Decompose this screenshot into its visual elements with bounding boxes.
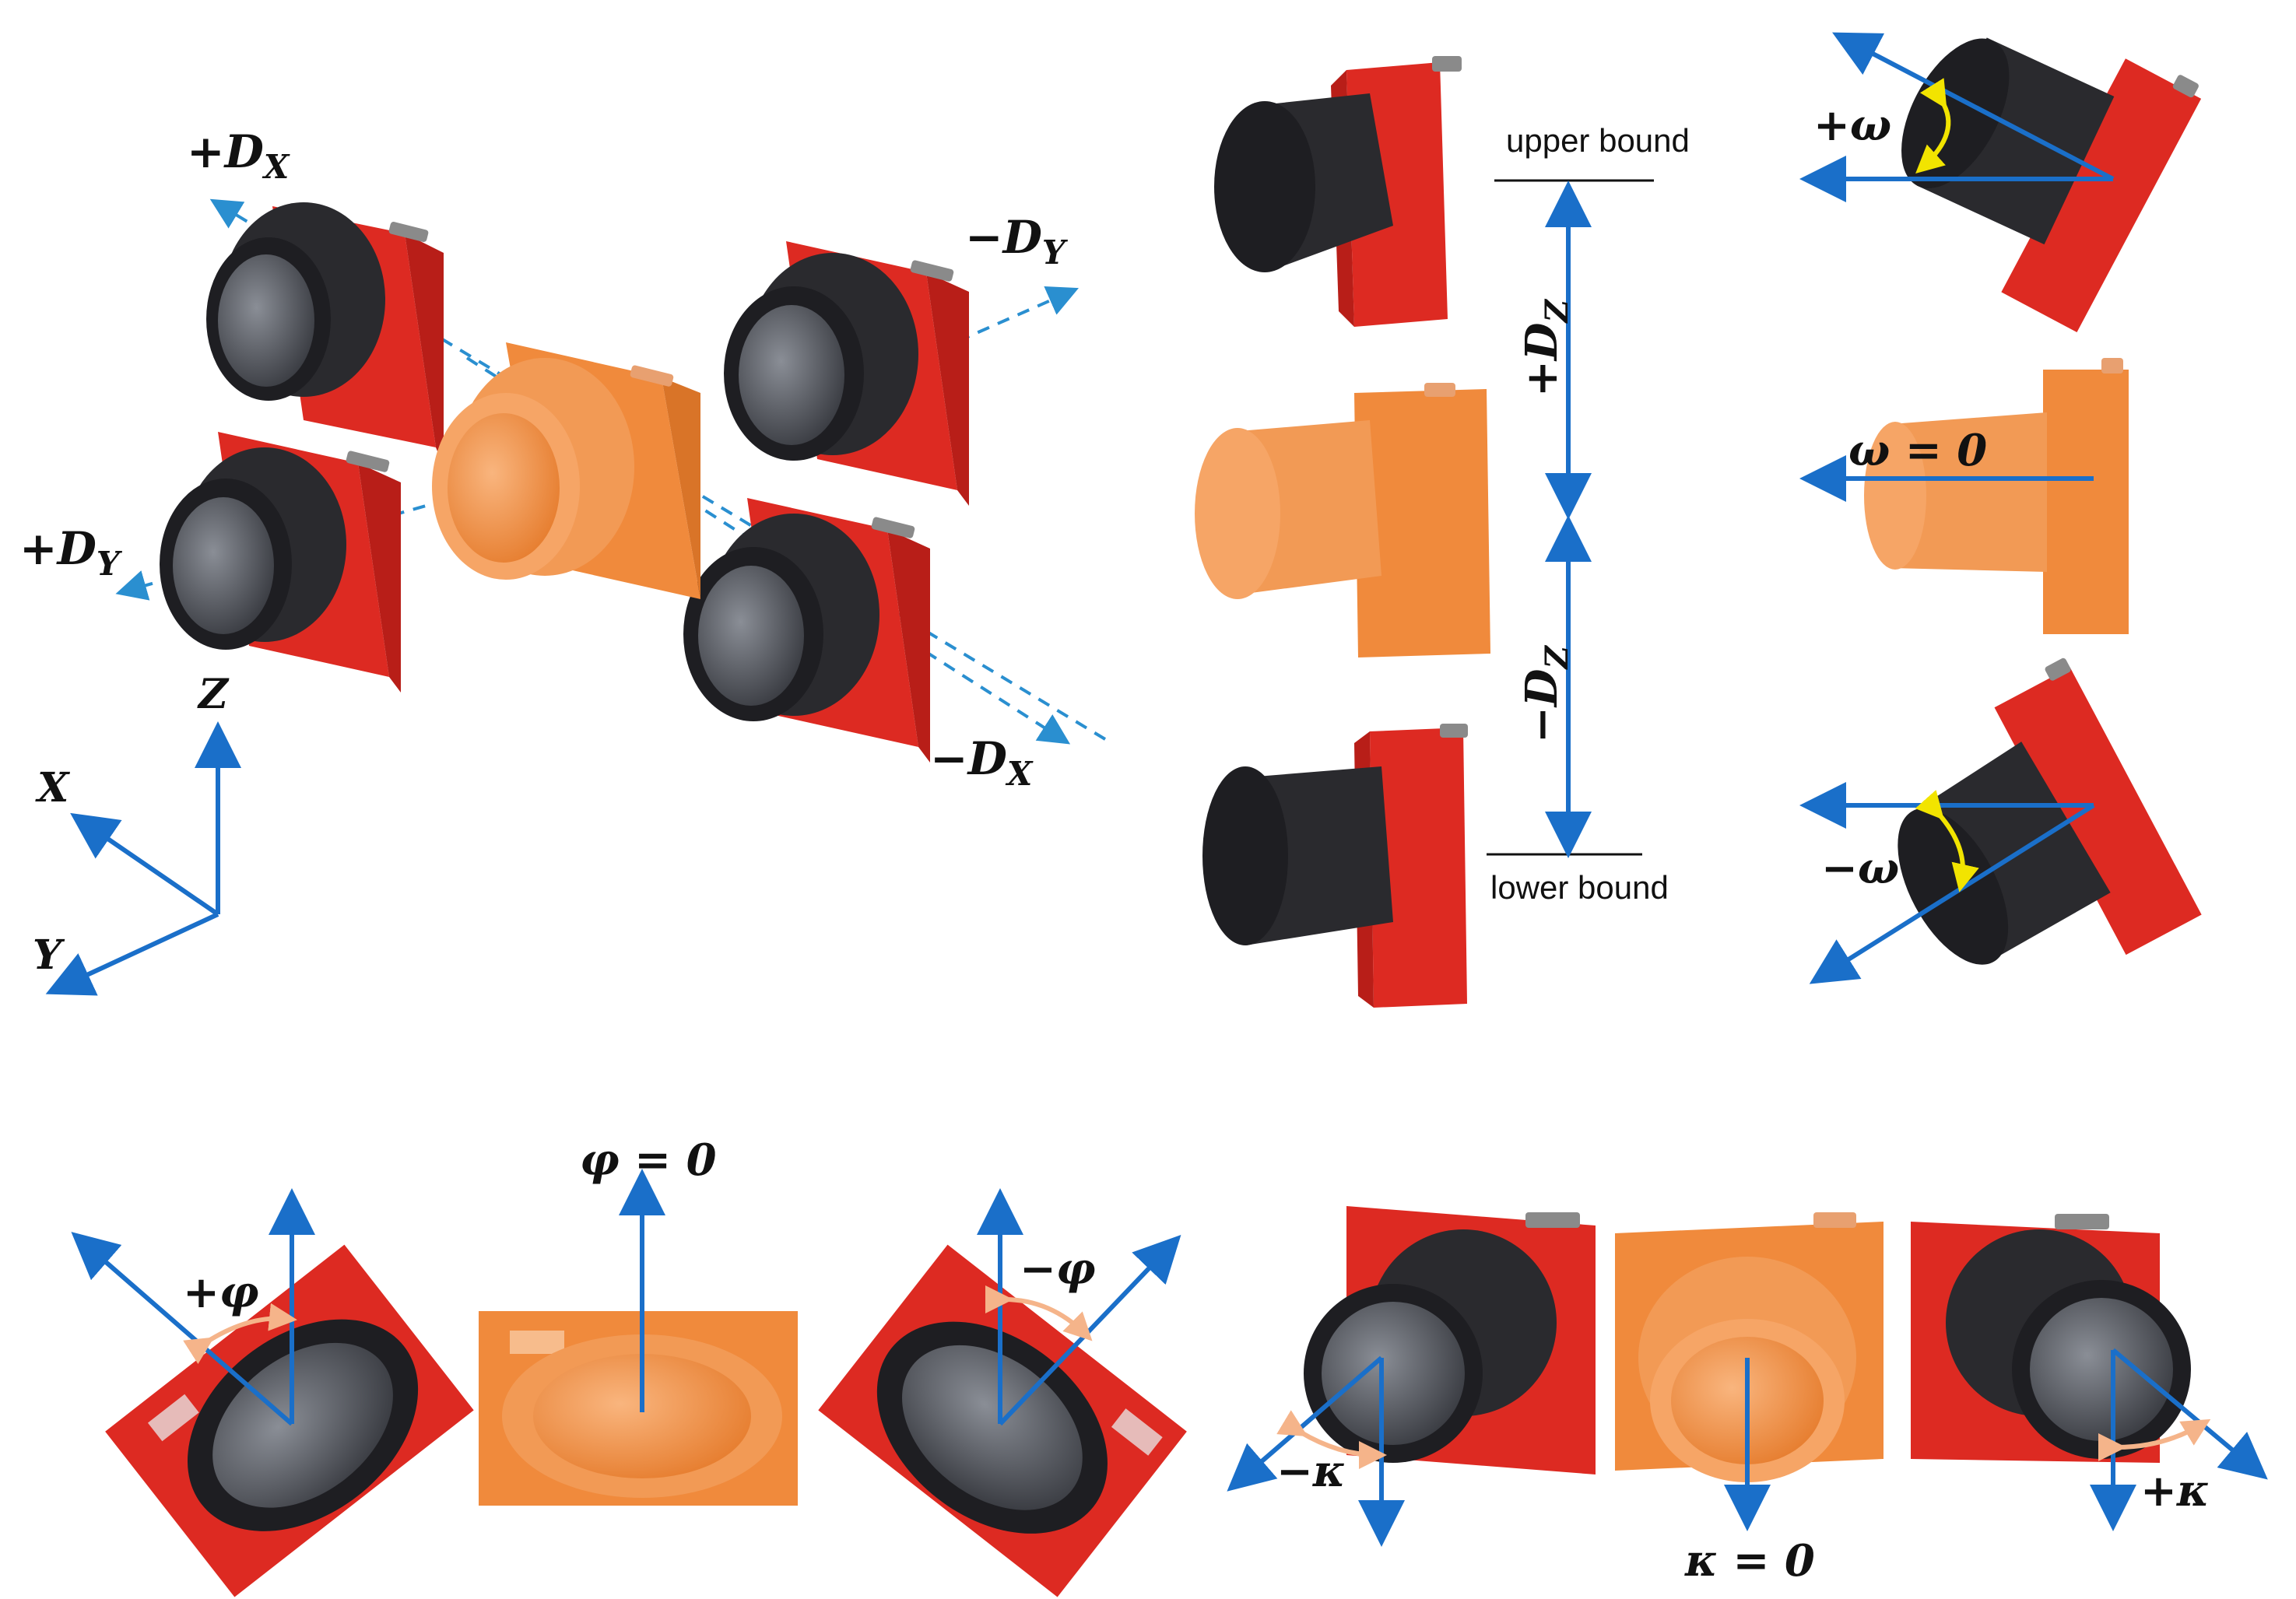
camera-upper [1214,56,1462,327]
neg-kappa-arc [1276,1410,1387,1469]
phi-panel: +φ φ = 0 −φ [71,1134,1187,1597]
kappa-panel: −κ κ = 0 +κ [1227,1206,2268,1587]
camera-zero-omega [1864,358,2129,634]
label-pos-kappa: +κ [2140,1465,2210,1517]
label-zero-phi: φ = 0 [580,1134,717,1186]
camera-middle-reference [1195,383,1490,657]
camera-zero-phi [479,1311,798,1506]
vertical-panel: upper bound lower bound +DZ −DZ [1195,56,1690,1008]
label-neg-dy: −DY [965,211,1069,272]
camera-neg-dx [683,498,930,763]
x-axis-arrow [70,812,219,917]
camera-pos-dy [160,432,401,693]
y-axis-arrow [45,912,219,996]
label-pos-dy: +DY [19,522,123,583]
label-lower-bound: lower bound [1490,869,1669,906]
camera-pos-omega [1901,37,2202,333]
label-upper-bound: upper bound [1506,122,1690,159]
pos-omega-arrow-tilted [1832,32,2115,181]
camera-neg-dy [724,241,969,506]
label-axis-y: Y [33,931,65,979]
label-pos-dz: +DZ [1516,299,1575,397]
pos-kappa-arc [2098,1418,2211,1462]
pos-omega-arc [1915,78,1951,174]
label-pos-omega: +ω [1813,100,1891,151]
label-axis-x: X [35,764,71,812]
neg-phi-arc [985,1285,1093,1341]
label-zero-omega: ω = 0 [1848,425,1987,476]
label-zero-kappa: κ = 0 [1684,1535,1815,1587]
camera-lower [1202,724,1468,1008]
neg-omega-arc [1915,790,1979,892]
label-neg-dz: −DZ [1516,645,1575,743]
camera-pos-dx [206,202,444,467]
omega-panel: +ω ω = 0 −ω [1799,32,2202,984]
camera-neg-kappa [1304,1206,1596,1475]
translation-panel: +DX −DY +DY −DX Z X Y [19,125,1107,996]
pos-phi-arc [183,1303,297,1365]
label-axis-z: Z [197,671,230,718]
label-neg-dx: −DX [930,732,1034,793]
camera-reference-center [432,342,700,611]
camera-pos-kappa [1911,1214,2191,1463]
label-pos-phi: +φ [183,1267,259,1318]
label-pos-dx: +DX [187,125,290,186]
pos-kappa-arrow-tilted [2112,1348,2268,1480]
label-neg-phi: −φ [1020,1243,1096,1295]
label-neg-omega: −ω [1821,843,1899,894]
xyz-frame: Z X Y [33,671,241,996]
label-neg-kappa: −κ [1276,1446,1346,1497]
